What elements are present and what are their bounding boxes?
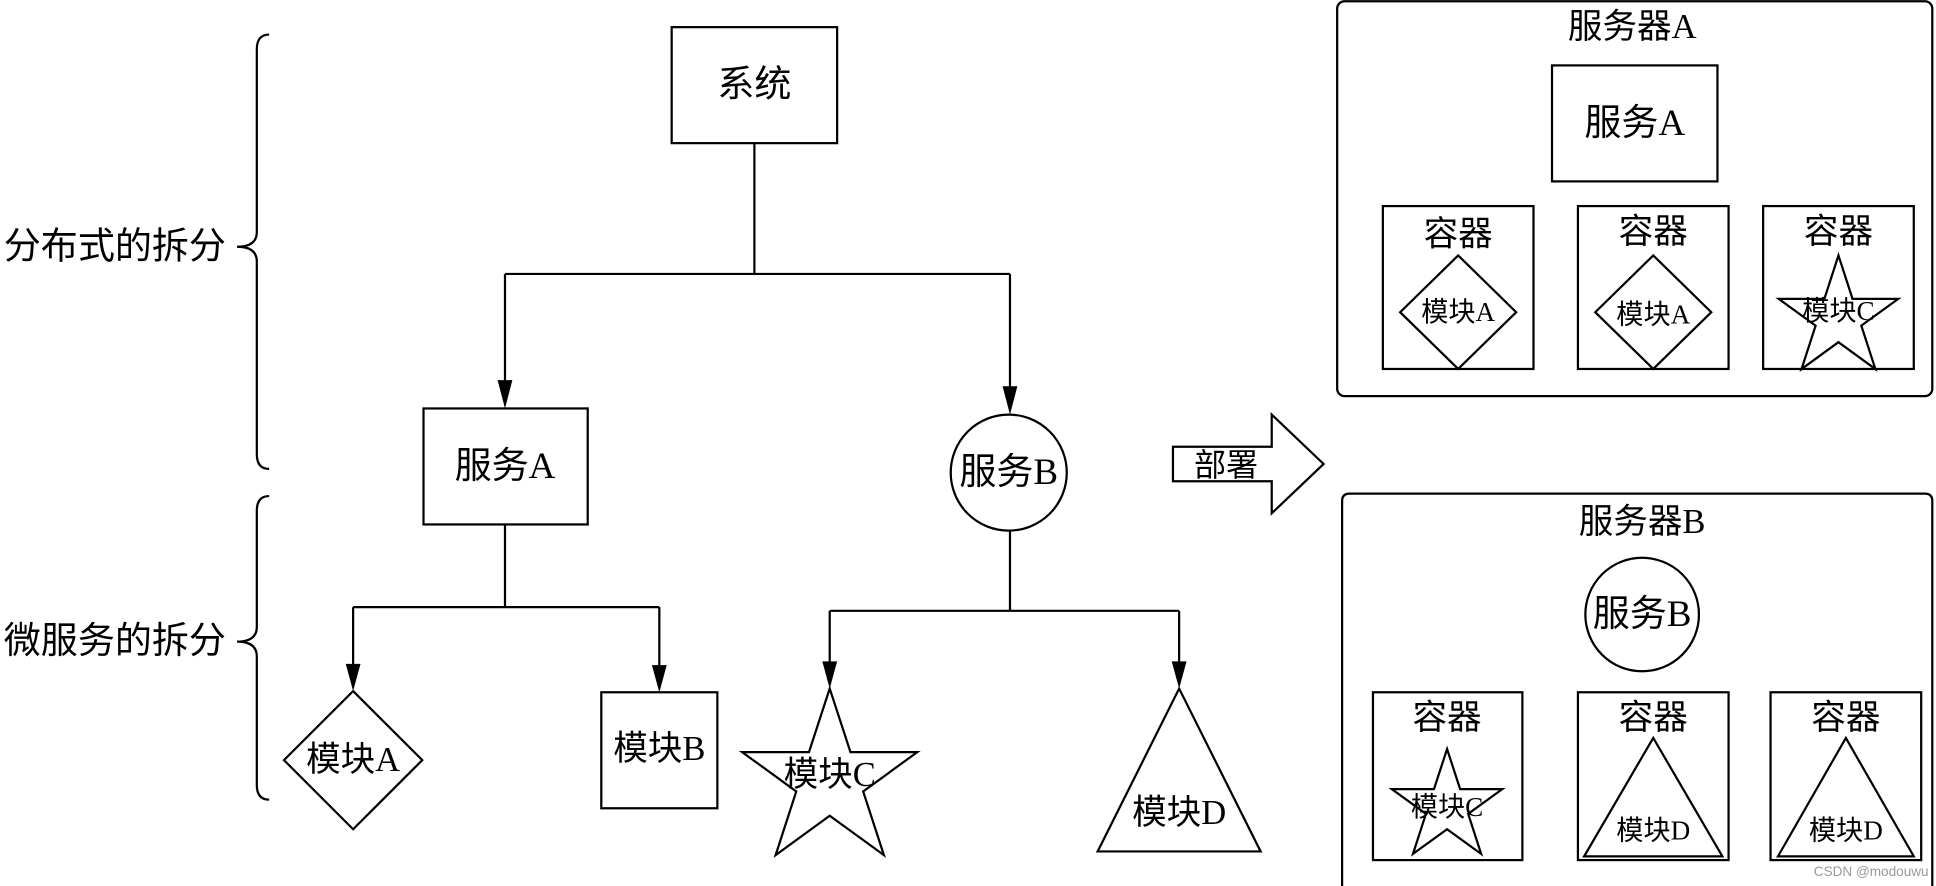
- server-a-title: 服务器A: [1568, 8, 1697, 46]
- server-b-container-3: 容器 模块D: [1769, 691, 1923, 862]
- container-label: 容器: [1619, 699, 1688, 737]
- container-label: 容器: [1619, 213, 1688, 251]
- deploy-arrow: 部署: [1171, 412, 1326, 516]
- module-b-box: [600, 691, 719, 810]
- server-a-container-2: 容器 模块A: [1576, 204, 1730, 371]
- distributed-split-label: 分布式的拆分: [4, 225, 226, 267]
- module-a-node: 模块A: [282, 689, 424, 831]
- connector-service-b-to-modules: [822, 530, 1187, 689]
- arrow-to-module-d: [1171, 661, 1187, 689]
- service-a-label: 服务A: [455, 446, 556, 487]
- module-b-label: 模块B: [613, 730, 705, 768]
- service-a-node: 服务A: [422, 407, 589, 526]
- server-b-container-1: 容器 模块C: [1371, 691, 1524, 862]
- arrow-to-service-b: [1002, 386, 1018, 415]
- microservice-split-brace-group: 微服务的拆分: [4, 494, 270, 801]
- watermark: CSDN @modouwu: [1814, 864, 1929, 879]
- arrow-to-module-a: [345, 663, 361, 692]
- container-label: 容器: [1424, 215, 1493, 253]
- arrow-to-service-a: [497, 380, 513, 409]
- module-d-node: 模块D: [1095, 686, 1263, 853]
- service-b-circle: [949, 413, 1068, 532]
- microservice-split-brace: [237, 494, 270, 801]
- service-b-label: 服务B: [959, 452, 1058, 493]
- module-a-diamond: [282, 689, 424, 831]
- connector-lines: [503, 143, 1012, 393]
- distributed-split-brace-group: 分布式的拆分: [4, 33, 270, 471]
- module-diamond: [1398, 253, 1518, 371]
- service-b-node: 服务B: [949, 413, 1068, 532]
- connector-system-to-services: [497, 143, 1018, 415]
- container-module-label: 模块A: [1421, 297, 1495, 327]
- arrow-to-module-c: [822, 661, 838, 689]
- module-b-node: 模块B: [600, 691, 719, 810]
- module-c-star: [738, 684, 921, 859]
- system-label: 系统: [717, 64, 791, 106]
- server-b-service-circle: [1584, 556, 1701, 673]
- server-b-container-2: 容器 模块D: [1576, 691, 1730, 862]
- connector-lines: [352, 524, 661, 671]
- system-node: 系统: [670, 26, 839, 145]
- system-box: [670, 26, 839, 145]
- module-c-node: 模块C: [738, 684, 921, 859]
- container-label: 容器: [1413, 699, 1482, 737]
- module-a-label: 模块A: [306, 741, 400, 779]
- module-diamond: [1593, 253, 1713, 371]
- deploy-arrow-shape: [1171, 412, 1326, 516]
- container-module-label: 模块C: [1411, 792, 1483, 822]
- arrow-to-module-b: [651, 665, 667, 693]
- server-b-title: 服务器B: [1579, 503, 1706, 541]
- server-a-container-1: 容器 模块A: [1381, 204, 1535, 371]
- connector-lines: [828, 530, 1181, 667]
- server-b-group: 服务器B 服务B 容器 模块C 容器 模块D 容器 模块D: [1341, 492, 1934, 886]
- connector-service-a-to-modules: [345, 524, 667, 693]
- container-module-label: 模块D: [1809, 815, 1883, 845]
- container-module-label: 模块C: [1802, 296, 1874, 326]
- container-module-label: 模块D: [1616, 815, 1690, 845]
- container-label: 容器: [1804, 213, 1873, 251]
- container-module-label: 模块A: [1616, 300, 1690, 330]
- server-b-service-label: 服务B: [1593, 594, 1692, 635]
- server-a-service-label: 服务A: [1584, 103, 1685, 144]
- server-a-service-box: [1550, 64, 1719, 183]
- server-a-container-3: 容器 模块C: [1762, 204, 1915, 372]
- server-a-group: 服务器A 服务A 容器 模块A 容器 模块A 容器 模块C: [1336, 0, 1934, 398]
- microservice-split-label: 微服务的拆分: [4, 620, 226, 662]
- module-c-label: 模块C: [784, 756, 876, 794]
- module-star: [1388, 745, 1506, 857]
- container-label: 容器: [1811, 699, 1880, 737]
- module-triangle: [1582, 735, 1725, 858]
- distributed-split-brace: [237, 33, 270, 471]
- module-d-label: 模块D: [1132, 794, 1226, 832]
- deploy-label: 部署: [1194, 447, 1258, 483]
- module-d-triangle: [1095, 686, 1263, 853]
- module-star: [1775, 251, 1902, 372]
- module-triangle: [1776, 735, 1916, 858]
- service-a-box: [422, 407, 589, 526]
